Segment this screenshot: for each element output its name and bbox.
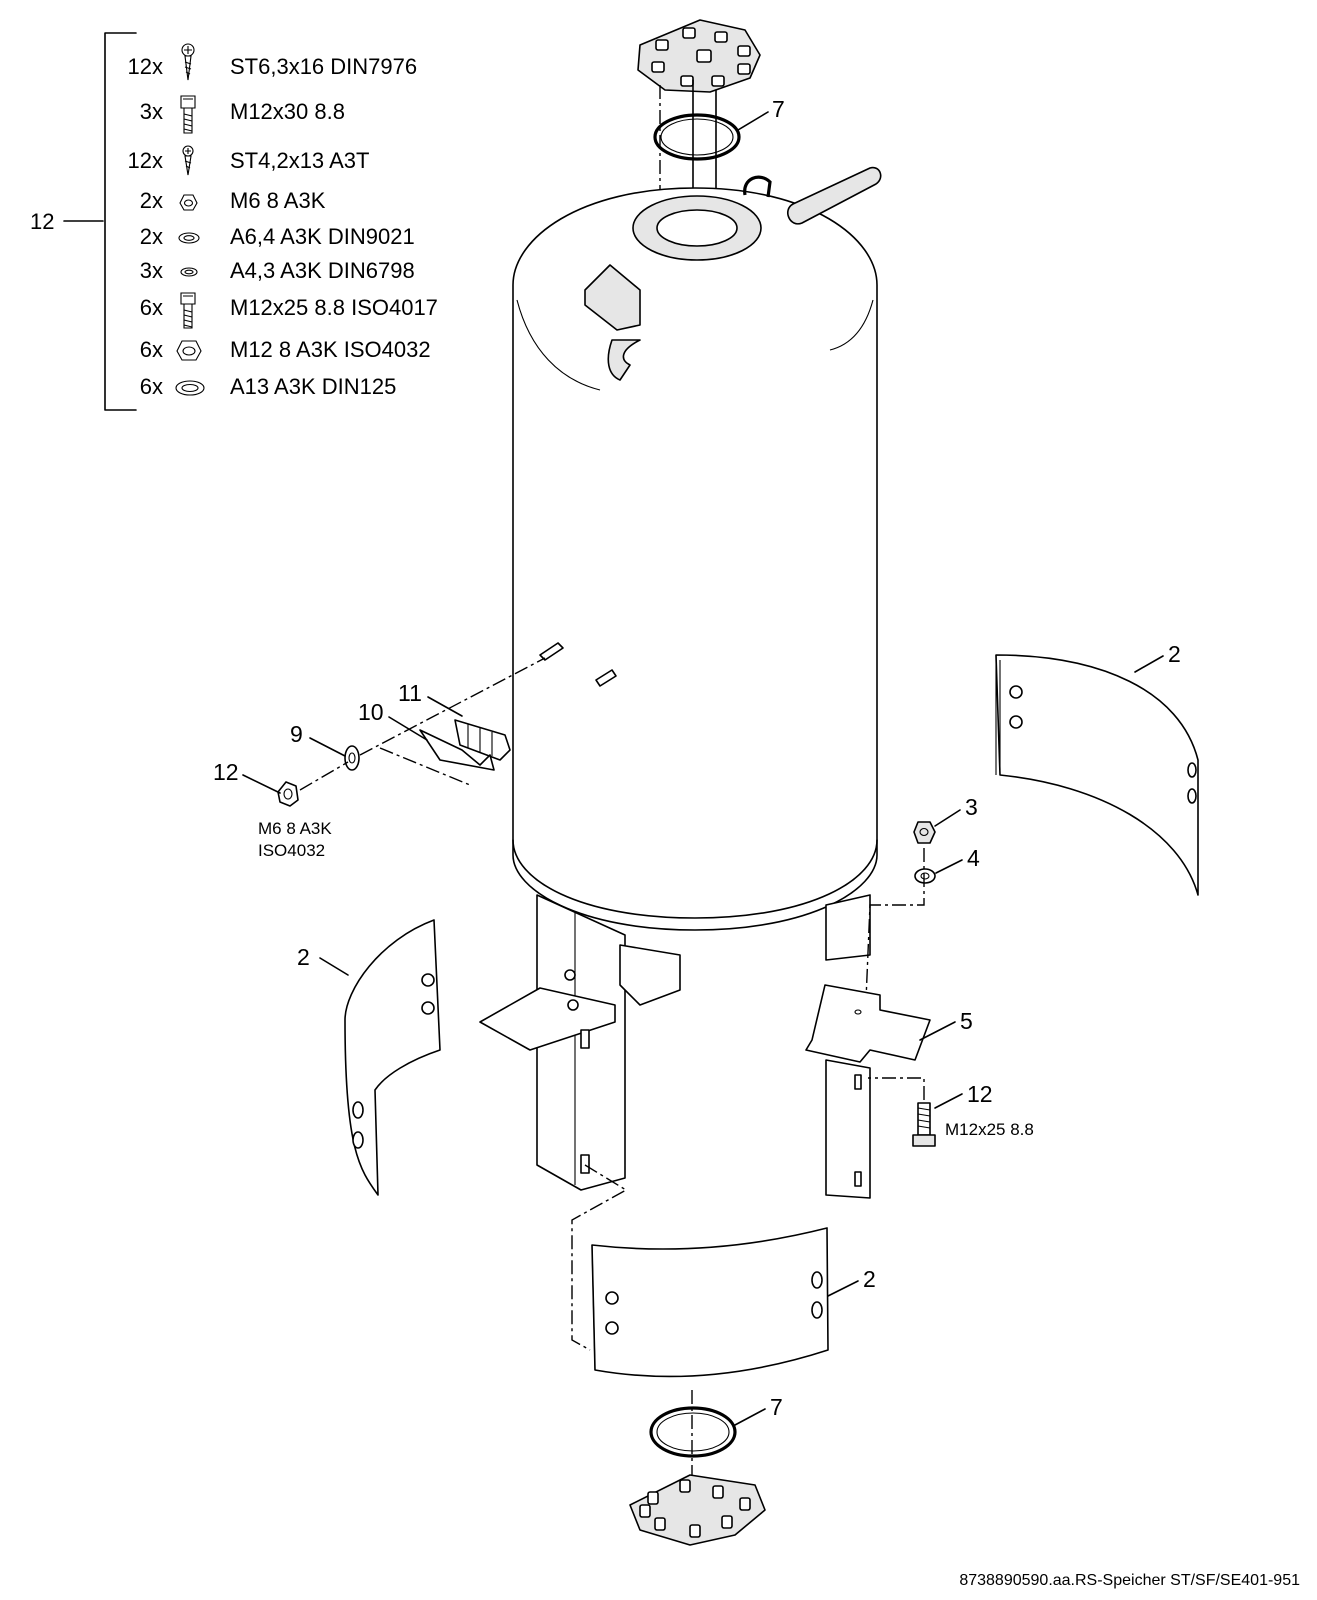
washer-icon <box>178 232 200 244</box>
tank-body <box>359 166 882 931</box>
parts-list-group-label: 12 <box>30 209 54 234</box>
callout-4: 4 <box>967 845 980 871</box>
parts-list-spec: A4,3 A3K DIN6798 <box>230 258 415 283</box>
parts-list-qty: 12x <box>128 54 163 79</box>
parts-list-qty: 6x <box>140 295 163 320</box>
callout-10: 10 <box>358 699 384 725</box>
callout-2-left: 2 <box>297 944 310 970</box>
callout-leader <box>309 737 346 757</box>
parts-list-spec: M6 8 A3K <box>230 188 326 213</box>
top-flange-cover <box>637 19 761 245</box>
panel-left <box>344 919 441 1196</box>
callout-5: 5 <box>960 1008 973 1034</box>
hex-nut-icon <box>179 194 198 211</box>
callout-3: 3 <box>965 794 978 820</box>
callout-leader <box>388 716 428 741</box>
cover-studs <box>651 27 751 87</box>
washer-icon <box>175 380 205 396</box>
parts-list-spec: M12x30 8.8 <box>230 99 345 124</box>
callout-2-right: 2 <box>1168 641 1181 667</box>
callout-leader <box>934 1093 963 1109</box>
callout-leader <box>1134 655 1164 673</box>
parts-list-qty: 12x <box>128 148 163 173</box>
fastener-axis <box>865 848 925 1001</box>
nut-spec-line2: ISO4032 <box>258 841 325 860</box>
callout-11: 11 <box>398 680 422 706</box>
parts-list-spec: A6,4 A3K DIN9021 <box>230 224 415 249</box>
nut-spec-line1: M6 8 A3K <box>258 819 332 838</box>
lock-washer-part <box>914 868 936 884</box>
callout-2-bottom: 2 <box>863 1266 876 1292</box>
foot-plate <box>805 984 931 1199</box>
callout-leader <box>919 1021 956 1041</box>
callout-leader <box>935 859 963 874</box>
hex-nut-part <box>913 821 936 844</box>
parts-list-qty: 2x <box>140 188 163 213</box>
parts-list-qty: 2x <box>140 224 163 249</box>
callout-leader <box>242 774 281 794</box>
hex-bolt-icon <box>180 95 196 134</box>
bottom-seal-ring <box>649 1406 737 1458</box>
tank-legs <box>479 894 871 1191</box>
callout-12-nut: 12 <box>213 759 239 785</box>
parts-list-qty: 6x <box>140 337 163 362</box>
callout-leader <box>427 696 463 717</box>
callout-leader <box>737 111 769 131</box>
wall-bracket-assembly <box>277 719 511 807</box>
panel-bottom <box>591 1227 829 1378</box>
bolt-spec: M12x25 8.8 <box>945 1120 1034 1139</box>
callout-7-top: 7 <box>772 96 785 122</box>
tapping-screw-icon <box>182 145 194 176</box>
top-seal-ring <box>653 113 741 161</box>
hex-bolt-icon <box>180 292 196 329</box>
callout-leader <box>934 809 961 827</box>
parts-list-qty: 3x <box>140 258 163 283</box>
parts-list-qty: 6x <box>140 374 163 399</box>
callout-leader <box>827 1280 859 1297</box>
hex-bolt-part <box>912 1102 936 1147</box>
callout-leader <box>319 957 349 976</box>
washer-icon <box>180 267 198 277</box>
parts-list-spec: ST4,2x13 A3T <box>230 148 369 173</box>
callout-7-bottom: 7 <box>770 1394 783 1420</box>
callout-12-bolt: 12 <box>967 1081 993 1107</box>
bolt-axis <box>868 1077 925 1100</box>
tapping-screw-icon <box>181 43 195 81</box>
parts-list-bracket <box>104 32 137 411</box>
panel-right <box>995 654 1199 896</box>
bottom-flange-cover <box>629 1474 766 1546</box>
callout-9: 9 <box>290 721 303 747</box>
parts-list-spec: M12x25 8.8 ISO4017 <box>230 295 438 320</box>
panel-bottom-guide <box>571 1164 628 1351</box>
parts-list-qty: 3x <box>140 99 163 124</box>
parts-list: 12 12x ST6,3x16 DIN7976 3x M12x30 8.8 12… <box>30 32 438 411</box>
parts-list-spec: A13 A3K DIN125 <box>230 374 396 399</box>
parts-list-spec: M12 8 A3K ISO4032 <box>230 337 431 362</box>
drawing-id: 8738890590.aa.RS-Speicher ST/SF/SE401-95… <box>959 1572 1300 1589</box>
parts-list-spec: ST6,3x16 DIN7976 <box>230 54 417 79</box>
hex-nut-icon <box>176 340 202 361</box>
callout-leader <box>734 1408 766 1426</box>
